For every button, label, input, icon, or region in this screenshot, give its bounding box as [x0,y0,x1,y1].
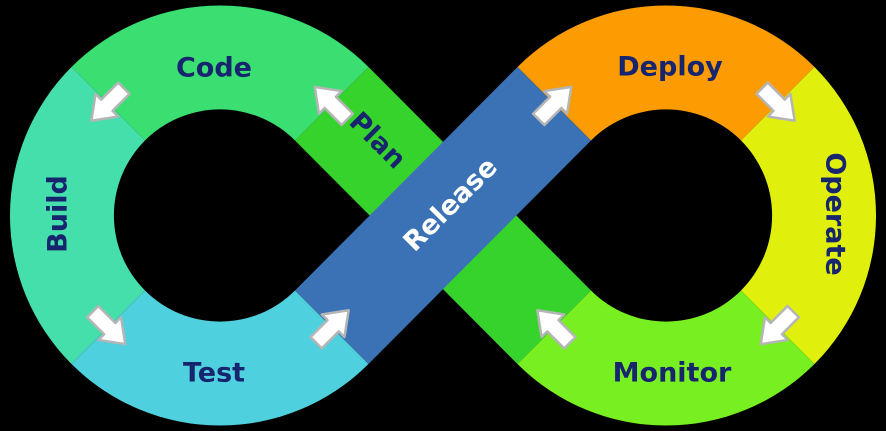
arrow-monitor-to-plan-icon [536,308,577,350]
arrow-plan-to-code-icon [313,85,355,127]
arrow-deploy-to-operate-icon [755,81,796,123]
label-operate: Operate [820,152,851,275]
segment-operate [741,67,877,364]
arrow-build-to-test-icon [85,304,127,346]
label-build: Build [42,175,73,253]
arrow-operate-to-monitor-icon [759,304,801,346]
segment-monitor [517,290,815,426]
arrow-code-to-build-icon [90,81,131,123]
label-test: Test [183,357,245,388]
segment-build [9,67,145,364]
label-code: Code [176,52,252,83]
segment-release [295,67,591,364]
segment-deploy [517,5,815,141]
arrow-test-to-release-icon [309,308,350,350]
segment-test [71,290,369,426]
arrow-release-to-deploy-icon [531,85,573,127]
label-deploy: Deploy [617,51,723,82]
label-monitor: Monitor [613,357,732,388]
segment-code [71,5,369,141]
